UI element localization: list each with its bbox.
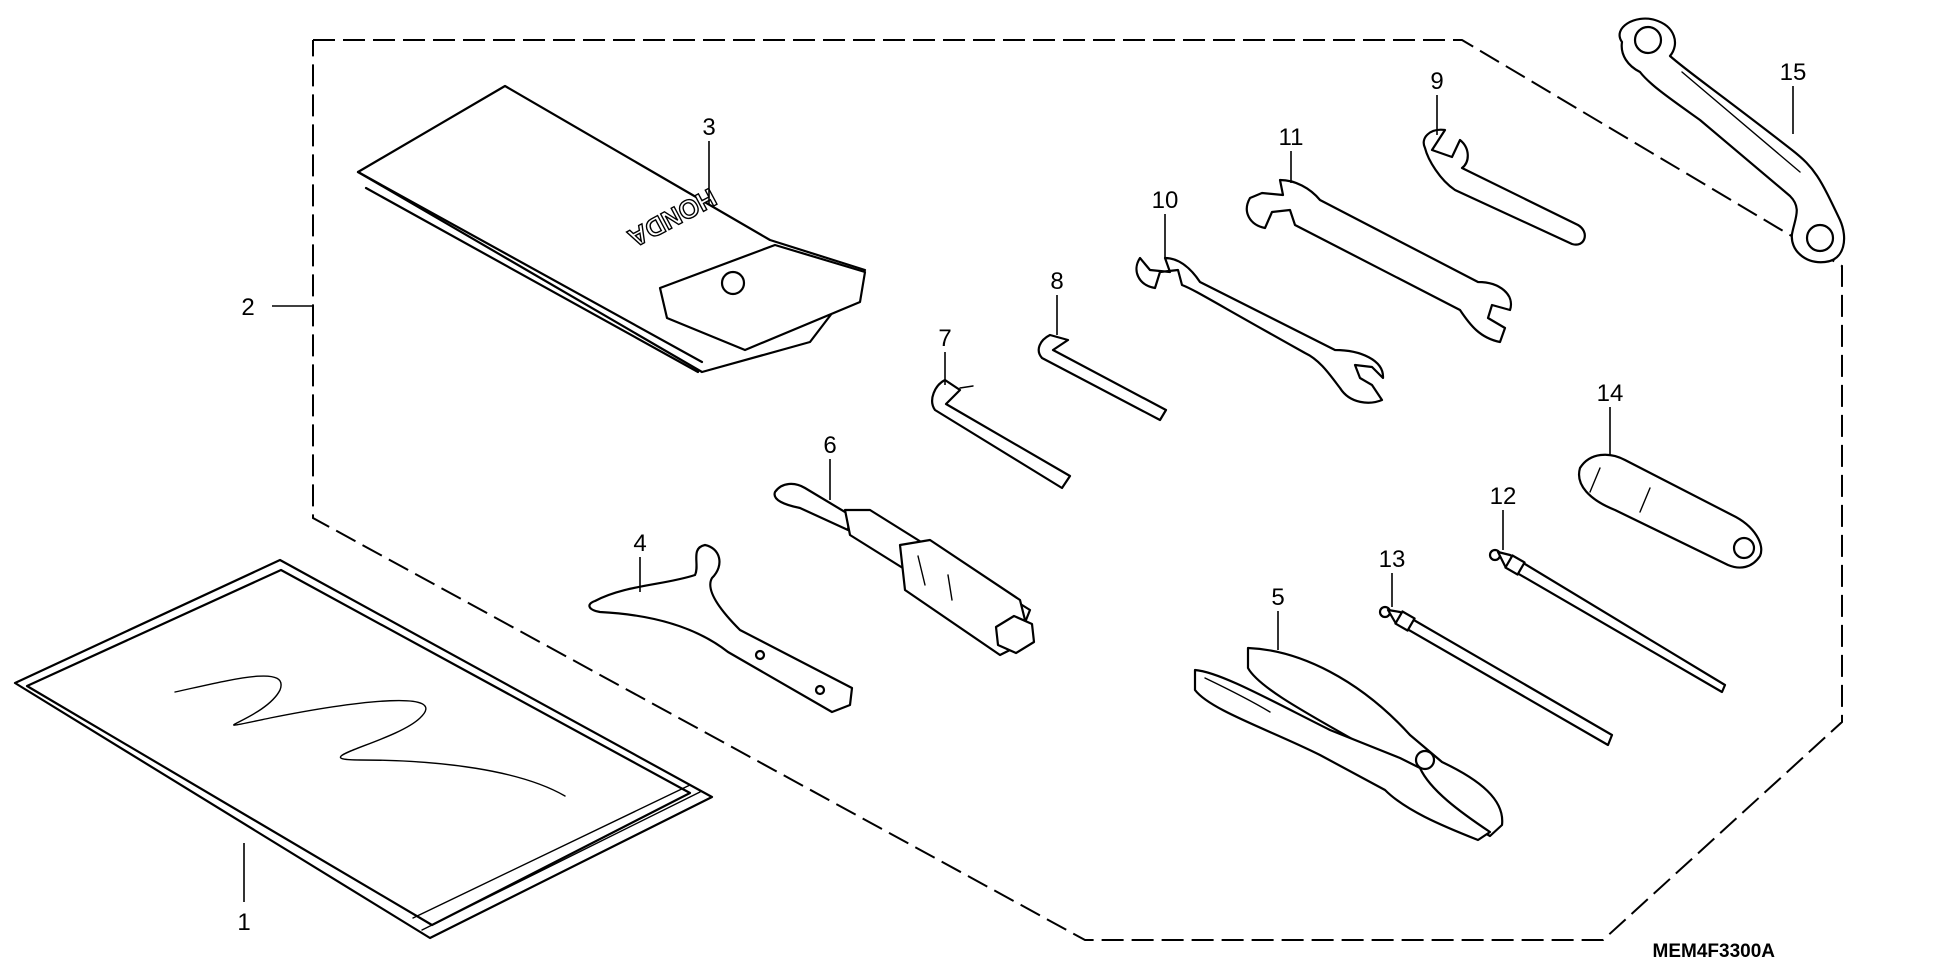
callout-1: 1	[237, 909, 250, 936]
callout-13: 13	[1379, 546, 1406, 573]
part-12-screwdriver	[1488, 548, 1727, 694]
kit-group-outline	[312, 39, 1843, 941]
callout-labels: 1 2 3 4 5 6 7 8 9 10 11 12 13 14 15	[237, 59, 1806, 936]
part-3-tool-pouch: HONDA	[356, 84, 867, 374]
callout-10: 10	[1152, 187, 1179, 214]
callout-8: 8	[1050, 268, 1063, 295]
part-6-plug-socket	[773, 482, 1036, 657]
callout-14: 14	[1597, 380, 1624, 407]
part-7-hex-key	[931, 378, 1072, 490]
part-13-screwdriver	[1378, 605, 1614, 747]
callout-12: 12	[1490, 483, 1517, 510]
callout-15: 15	[1780, 59, 1807, 86]
callout-6: 6	[823, 432, 836, 459]
callout-leader-lines	[243, 86, 1794, 902]
callout-2: 2	[241, 294, 254, 321]
part-1-manual-bag	[13, 558, 714, 940]
part-8-hex-key-small	[1037, 333, 1168, 422]
part-14-handle	[1577, 453, 1763, 569]
part-15-box-wrench	[1618, 17, 1846, 264]
part-10-wrench	[1135, 256, 1385, 404]
callout-3: 3	[702, 114, 715, 141]
part-9-wrench	[1422, 128, 1586, 246]
part-4-pin-spanner	[588, 543, 854, 714]
part-5-pliers	[1193, 646, 1504, 842]
callout-7: 7	[938, 325, 951, 352]
callout-11: 11	[1279, 124, 1304, 151]
callout-4: 4	[633, 530, 646, 557]
callout-9: 9	[1430, 68, 1443, 95]
diagram-code-group: MEM4F3300A	[1653, 941, 1776, 962]
part-11-wrench	[1245, 178, 1513, 344]
diagram-code: MEM4F3300A	[1653, 941, 1776, 962]
callout-5: 5	[1271, 584, 1284, 611]
